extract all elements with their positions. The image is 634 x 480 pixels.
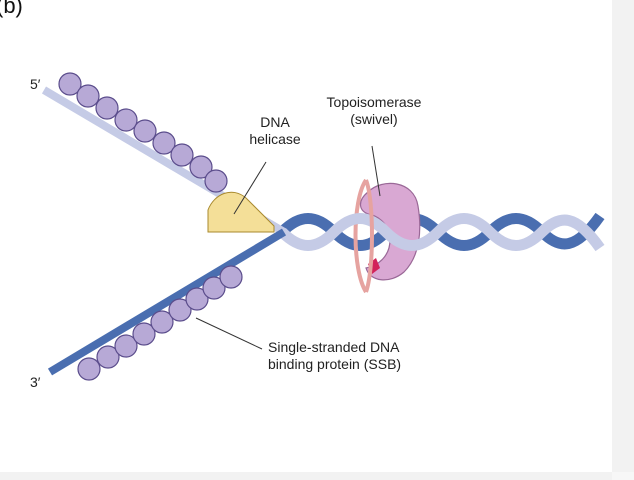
helicase-label-line1: DNA [260, 114, 290, 130]
panel-label: (b) [0, 0, 23, 18]
ssb-label-line2: binding protein (SSB) [268, 356, 402, 372]
swivel-ring-back [353, 178, 368, 294]
ssb-bottom-group [77, 265, 243, 381]
ssb-protein [204, 169, 228, 193]
right-margin-panel [612, 0, 634, 472]
ssb-protein [95, 96, 119, 120]
helix-light-strand [278, 213, 605, 252]
dna-helicase [207, 191, 275, 233]
ssb-protein [133, 119, 157, 143]
helicase-label-line2: helicase [249, 131, 301, 147]
ssb-protein [77, 357, 101, 381]
corner-margin-panel [612, 472, 634, 480]
swivel-ring-front [364, 179, 374, 293]
five-prime-label: 5′ [30, 76, 41, 92]
ssb-protein [168, 298, 192, 322]
ssb-leader-line [195, 317, 263, 350]
topoisomerase-label: Topoisomerase (swivel) [316, 94, 432, 128]
ssb-protein [96, 345, 120, 369]
ssb-protein [114, 334, 138, 358]
ssb-protein [189, 155, 213, 179]
ssb-protein [132, 322, 156, 346]
topoisomerase-label-line2: (swivel) [350, 111, 398, 127]
ssb-protein [114, 108, 138, 132]
ssb-top-group [58, 72, 228, 193]
ssb-protein [150, 310, 174, 334]
ssb-protein [219, 265, 243, 289]
ssb-label-line1: Single-stranded DNA [268, 339, 400, 355]
ssb-protein [185, 287, 209, 311]
ssb-protein [170, 143, 194, 167]
ssb-protein [152, 131, 176, 155]
bottom-margin-panel [0, 472, 634, 480]
helicase-label: DNA helicase [233, 114, 317, 148]
three-prime-label: 3′ [30, 374, 41, 390]
topoisomerase-label-line1: Topoisomerase [326, 94, 422, 110]
topoisomerase-leader-line [371, 145, 381, 197]
helicase-leader-line [233, 161, 267, 215]
ssb-protein [76, 84, 100, 108]
ssb-label: Single-stranded DNA binding protein (SSB… [268, 339, 401, 373]
ssb-protein [202, 276, 226, 300]
bottom-template-strand [47, 228, 287, 376]
ssb-protein [58, 72, 82, 96]
replication-fork-diagram [41, 72, 605, 381]
